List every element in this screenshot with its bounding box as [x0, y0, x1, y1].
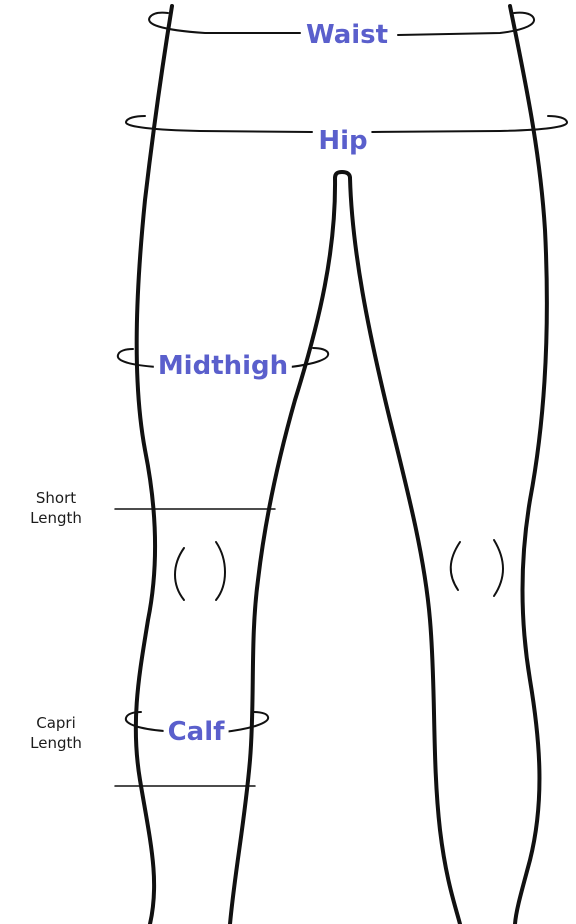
- calf-label: Calf: [164, 719, 229, 745]
- capri-length-label-line1: Capri: [16, 713, 96, 733]
- hip-measure-line-right: [372, 116, 567, 132]
- right-leg-outer-outline: [510, 6, 547, 924]
- crotch-outline: [335, 172, 350, 178]
- short-length-label-line1: Short: [16, 488, 96, 508]
- right-knee-mark-right: [494, 540, 503, 596]
- capri-length-label: Capri Length: [16, 713, 96, 753]
- hip-label: Hip: [314, 128, 371, 154]
- left-knee-mark-left: [175, 548, 184, 600]
- short-length-label-line2: Length: [16, 508, 96, 528]
- right-leg-inner-outline: [350, 178, 460, 924]
- midthigh-label: Midthigh: [154, 353, 292, 379]
- short-length-label: Short Length: [16, 488, 96, 528]
- capri-length-label-line2: Length: [16, 733, 96, 753]
- calf-measure-line-right: [224, 712, 268, 732]
- waist-label: Waist: [302, 22, 392, 48]
- calf-measure-line-left: [126, 712, 164, 731]
- right-knee-mark-left: [451, 542, 460, 590]
- left-leg-inner-outline: [230, 178, 335, 924]
- left-knee-mark-right: [216, 542, 225, 600]
